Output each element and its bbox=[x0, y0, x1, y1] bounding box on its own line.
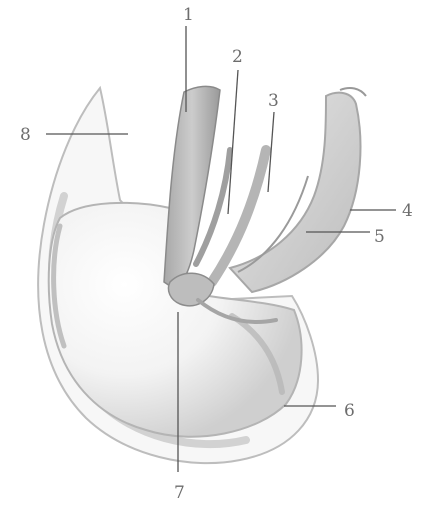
label-8: 8 bbox=[20, 125, 31, 145]
label-6: 6 bbox=[344, 401, 355, 421]
label-2: 2 bbox=[232, 47, 243, 67]
label-1: 1 bbox=[183, 5, 194, 25]
leader-line-2 bbox=[228, 70, 238, 214]
central-pillar bbox=[164, 86, 220, 290]
label-5: 5 bbox=[374, 227, 385, 247]
label-7: 7 bbox=[174, 483, 185, 503]
label-4: 4 bbox=[402, 201, 413, 221]
label-3: 3 bbox=[268, 91, 279, 111]
